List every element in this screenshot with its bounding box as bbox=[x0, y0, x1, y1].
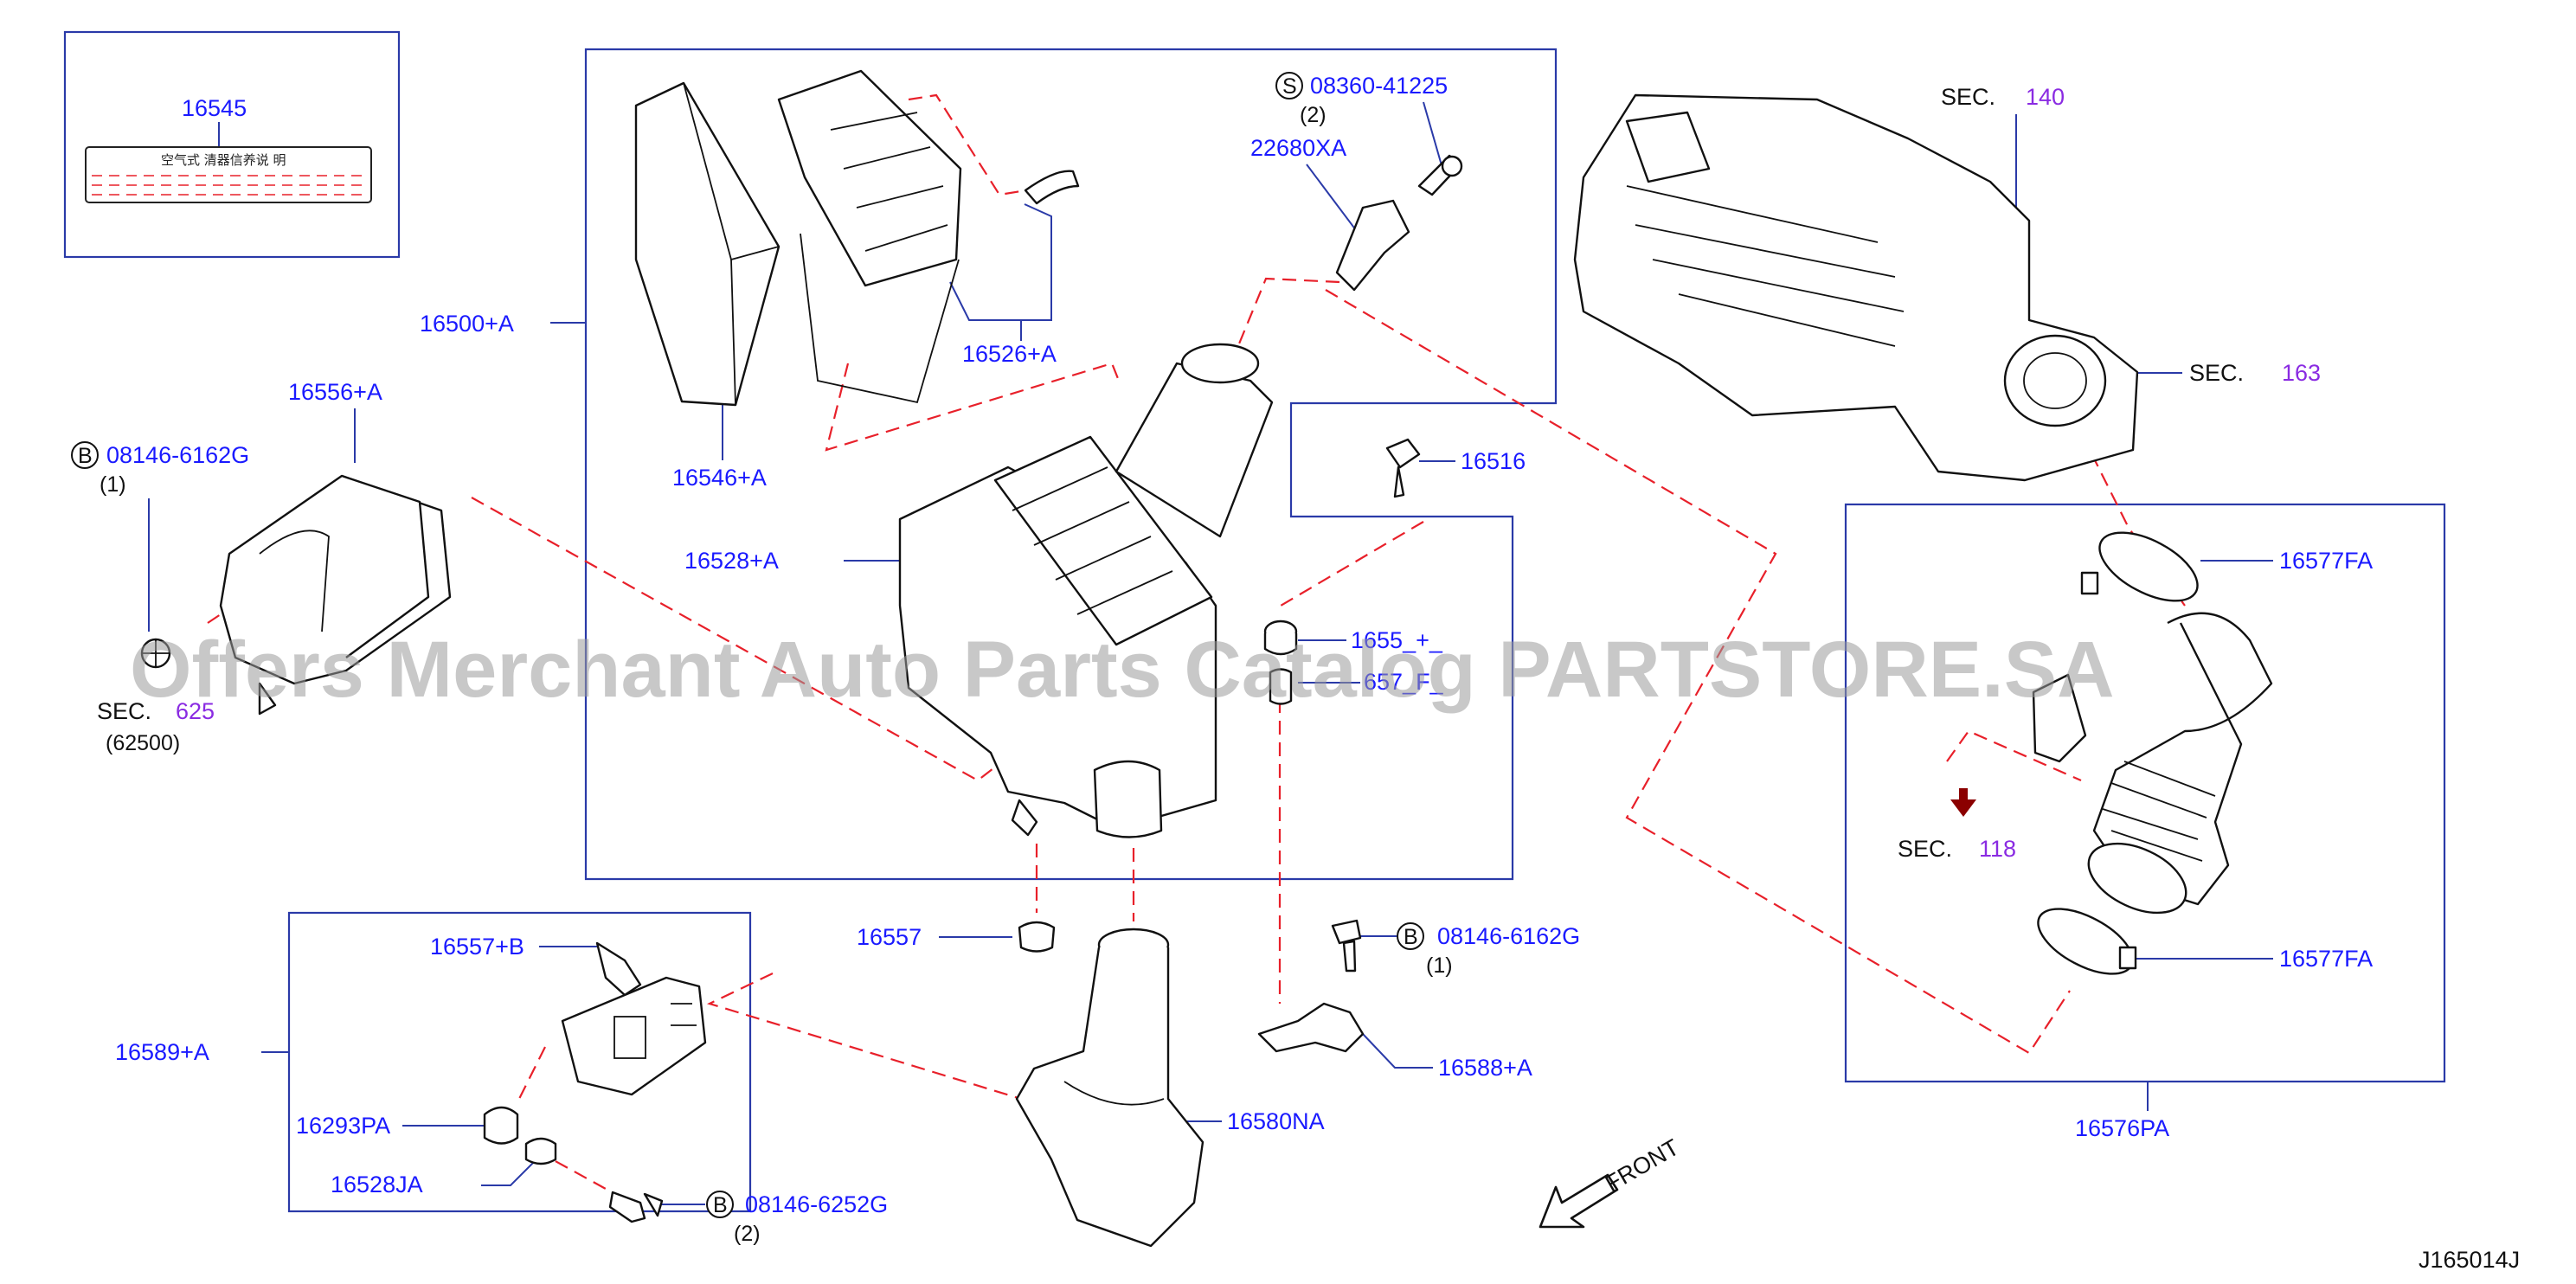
callout-16545[interactable]: 16545 bbox=[182, 95, 247, 121]
callout-16589-a[interactable]: 16589+A bbox=[115, 1039, 209, 1065]
callout-16577fa-top[interactable]: 16577FA bbox=[2279, 548, 2373, 574]
svg-text:B: B bbox=[78, 444, 93, 468]
badge-b-08146-6252g: B bbox=[706, 1191, 734, 1218]
sec-625-sub: (62500) bbox=[106, 731, 180, 755]
callout-08360-41225[interactable]: 08360-41225 bbox=[1310, 73, 1448, 99]
air-flow-sensor bbox=[1335, 154, 1463, 292]
leader-16526-a bbox=[949, 203, 1052, 341]
air-duct-16576pa bbox=[2032, 612, 2273, 915]
sec-625-prefix: SEC. bbox=[97, 698, 151, 724]
svg-text:S: S bbox=[1282, 74, 1297, 99]
front-label: FRONT bbox=[1601, 1134, 1684, 1197]
qty-08360-41225: (2) bbox=[1300, 103, 1327, 127]
callout-16516[interactable]: 16516 bbox=[1461, 448, 1526, 474]
drawing-id: J165014J bbox=[2419, 1247, 2520, 1273]
bolt-08146-6252g bbox=[608, 1191, 664, 1223]
svg-text:B: B bbox=[713, 1193, 728, 1217]
grommet-16557-b bbox=[595, 941, 642, 997]
bracket-16589-a bbox=[561, 976, 707, 1096]
leader-08360 bbox=[1423, 101, 1444, 172]
sec-625-link[interactable]: 625 bbox=[176, 698, 215, 724]
callout-16576pa[interactable]: 16576PA bbox=[2075, 1115, 2169, 1141]
air-cleaner-assembly-box bbox=[584, 48, 1558, 881]
callout-16526-a[interactable]: 16526+A bbox=[962, 341, 1057, 367]
leader-16588-a bbox=[1362, 1033, 1433, 1069]
collar-16528ja bbox=[524, 1137, 557, 1165]
qty-08146-6162g-left: (1) bbox=[100, 472, 126, 497]
callout-1655x[interactable]: 1655_+_ bbox=[1351, 627, 1443, 653]
grommet-16557 bbox=[1018, 921, 1056, 953]
sec-118-prefix: SEC. bbox=[1898, 836, 1952, 862]
resonator-duct bbox=[219, 474, 452, 716]
bracket-kit-box bbox=[287, 911, 752, 1213]
intake-manifold bbox=[1573, 93, 2139, 482]
grommet-16293pa bbox=[483, 1106, 519, 1145]
label-sheet-box bbox=[63, 30, 401, 259]
clamp-16577fa-bottom bbox=[2037, 908, 2137, 975]
air-duct-kit-box bbox=[1844, 503, 2446, 1083]
air-filter-element bbox=[634, 81, 781, 407]
clamp-16577fa-top bbox=[2080, 531, 2199, 602]
callout-16580na[interactable]: 16580NA bbox=[1227, 1108, 1325, 1134]
callout-16577fa-bottom[interactable]: 16577FA bbox=[2279, 946, 2373, 972]
svg-text:B: B bbox=[1404, 925, 1418, 949]
callout-16557-b[interactable]: 16557+B bbox=[430, 934, 524, 960]
callout-16500-a[interactable]: 16500+A bbox=[420, 311, 514, 337]
down-arrow-icon bbox=[1950, 788, 1976, 817]
callout-16588-a[interactable]: 16588+A bbox=[1438, 1055, 1532, 1081]
callout-16293pa[interactable]: 16293PA bbox=[296, 1113, 390, 1139]
air-cleaner-lower-case bbox=[898, 343, 1274, 838]
label-sheet-16545: 空气式 清器信养说 明 bbox=[85, 146, 372, 203]
qty-08146-6162g-right: (1) bbox=[1426, 953, 1453, 978]
collar-657xf bbox=[1269, 668, 1293, 705]
leader-16528ja bbox=[481, 1159, 537, 1186]
callout-08146-6162g-right[interactable]: 08146-6162G bbox=[1437, 923, 1580, 949]
callout-08146-6162g-left[interactable]: 08146-6162G bbox=[106, 442, 249, 468]
bolt-16516 bbox=[1385, 438, 1421, 498]
sec-140-link[interactable]: 140 bbox=[2026, 84, 2065, 110]
callout-16528-a[interactable]: 16528+A bbox=[684, 548, 779, 574]
sec-118-link[interactable]: 118 bbox=[1979, 836, 2016, 862]
badge-b-08146-6162g-right: B bbox=[1397, 922, 1424, 950]
callout-16546-a[interactable]: 16546+A bbox=[672, 465, 767, 491]
badge-s-08360: S bbox=[1275, 72, 1303, 100]
qty-08146-6252g: (2) bbox=[734, 1222, 761, 1246]
resonator-box-16580na bbox=[1015, 928, 1204, 1248]
bracket-16588-a bbox=[1257, 1002, 1365, 1053]
callout-08146-6252g[interactable]: 08146-6252G bbox=[745, 1191, 888, 1217]
air-cleaner-upper-cover bbox=[777, 69, 962, 404]
badge-b-08146-6162g-left: B bbox=[71, 441, 99, 469]
sec-163-link[interactable]: 163 bbox=[2282, 360, 2321, 386]
grommet-1655x bbox=[1263, 620, 1298, 656]
callout-657xf[interactable]: 657_F_ bbox=[1364, 669, 1444, 695]
front-arrow-icon bbox=[1539, 1173, 1619, 1229]
label-sheet-text: 空气式 清器信养说 明 bbox=[161, 152, 286, 168]
callout-16557[interactable]: 16557 bbox=[857, 924, 922, 950]
bolt-08146-6162g-right bbox=[1331, 919, 1362, 973]
sec-163-prefix: SEC. bbox=[2189, 360, 2244, 386]
watermark: Offers Merchant Auto Parts Catalog PARTS… bbox=[130, 626, 2115, 714]
sec-140-prefix: SEC. bbox=[1941, 84, 1995, 110]
leader-22680xa bbox=[1306, 164, 1359, 234]
callout-16528ja[interactable]: 16528JA bbox=[331, 1172, 423, 1197]
callout-22680xa[interactable]: 22680XA bbox=[1250, 135, 1346, 161]
hose-clip bbox=[1024, 170, 1080, 205]
callout-16556-a[interactable]: 16556+A bbox=[288, 379, 382, 405]
clip-sec-625 bbox=[140, 638, 171, 669]
